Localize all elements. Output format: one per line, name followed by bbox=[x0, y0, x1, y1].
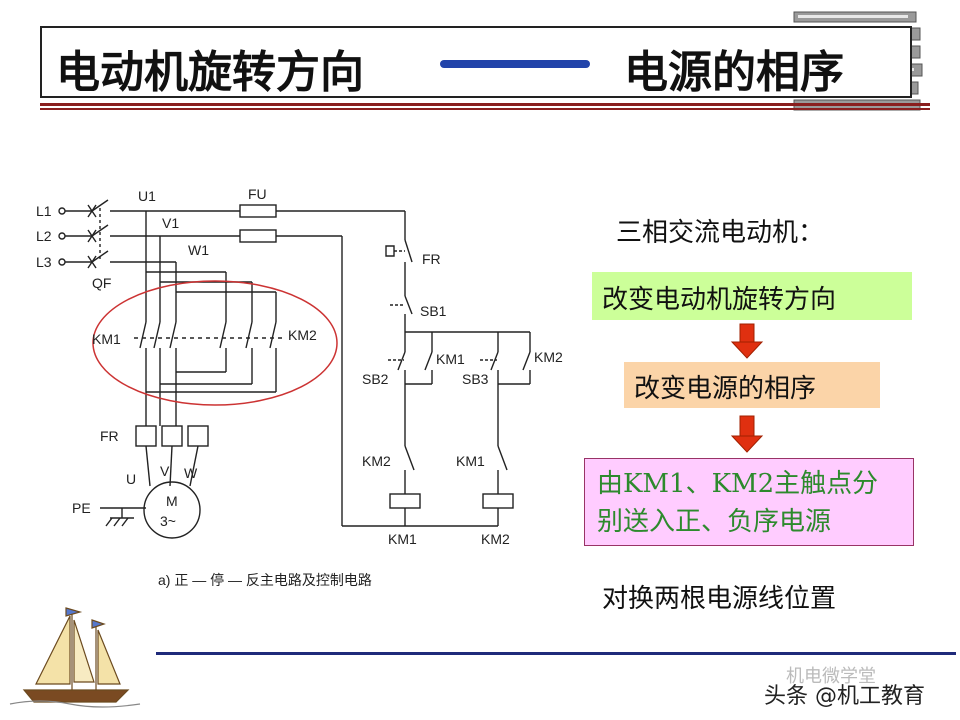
label-fr-main: FR bbox=[100, 428, 119, 444]
label-w: W bbox=[184, 465, 198, 481]
km-contacts-line2: 别送入正、负序电源 bbox=[597, 507, 832, 537]
title-rule-secondary bbox=[40, 108, 930, 110]
change-phase-box: 改变电源的相序 bbox=[624, 362, 880, 408]
change-phase-text: 改变电源的相序 bbox=[634, 374, 817, 404]
label-u: U bbox=[126, 471, 136, 487]
title-dash bbox=[440, 60, 590, 68]
footer-rule bbox=[156, 652, 956, 655]
title-left: 电动机旋转方向 bbox=[56, 47, 364, 98]
label-qf: QF bbox=[92, 275, 111, 291]
label-km1-main: KM1 bbox=[92, 331, 121, 347]
label-sb3: SB3 bbox=[462, 371, 489, 387]
label-l1: L1 bbox=[36, 203, 52, 219]
label-km2-main: KM2 bbox=[288, 327, 317, 343]
label-km1-interlock: KM1 bbox=[456, 453, 485, 469]
label-v1: V1 bbox=[162, 215, 179, 231]
km-contacts-line1: 由KM1、KM2主触点分 bbox=[597, 469, 879, 499]
label-fu: FU bbox=[248, 186, 267, 202]
title-right: 电源的相序 bbox=[624, 47, 844, 98]
label-v: V bbox=[160, 463, 170, 479]
label-pe: PE bbox=[72, 500, 91, 516]
sailboat-icon bbox=[9, 607, 141, 708]
watermark: 头条 @机工教育 bbox=[764, 684, 925, 709]
label-l3: L3 bbox=[36, 254, 52, 270]
label-km1-coil: KM1 bbox=[388, 531, 417, 547]
label-fr-control: FR bbox=[422, 251, 441, 267]
km-contacts-box: 由KM1、KM2主触点分 别送入正、负序电源 bbox=[584, 458, 914, 546]
label-km1-hold: KM1 bbox=[436, 351, 465, 367]
change-direction-text: 改变电动机旋转方向 bbox=[602, 285, 837, 315]
label-l2: L2 bbox=[36, 228, 52, 244]
watermark-faint: 机电微学堂 bbox=[786, 666, 876, 687]
side-heading: 三相交流电动机： bbox=[616, 218, 825, 248]
title-box: 电动机旋转方向 电源的相序 bbox=[40, 26, 912, 98]
label-km2-coil: KM2 bbox=[481, 531, 510, 547]
label-km2-hold: KM2 bbox=[534, 349, 563, 365]
swap-wires-conclusion: 对换两根电源线位置 bbox=[602, 584, 837, 614]
label-motor: M bbox=[166, 493, 178, 509]
label-w1: W1 bbox=[188, 242, 209, 258]
label-u1: U1 bbox=[138, 188, 156, 204]
label-sb2: SB2 bbox=[362, 371, 389, 387]
label-km2-interlock: KM2 bbox=[362, 453, 391, 469]
label-sb1: SB1 bbox=[420, 303, 447, 319]
label-motor-sub: 3~ bbox=[160, 513, 176, 529]
diagram-caption: a) 正 — 停 — 反主电路及控制电路 bbox=[158, 572, 372, 588]
change-direction-box: 改变电动机旋转方向 bbox=[592, 272, 912, 320]
title-rule bbox=[40, 103, 930, 106]
